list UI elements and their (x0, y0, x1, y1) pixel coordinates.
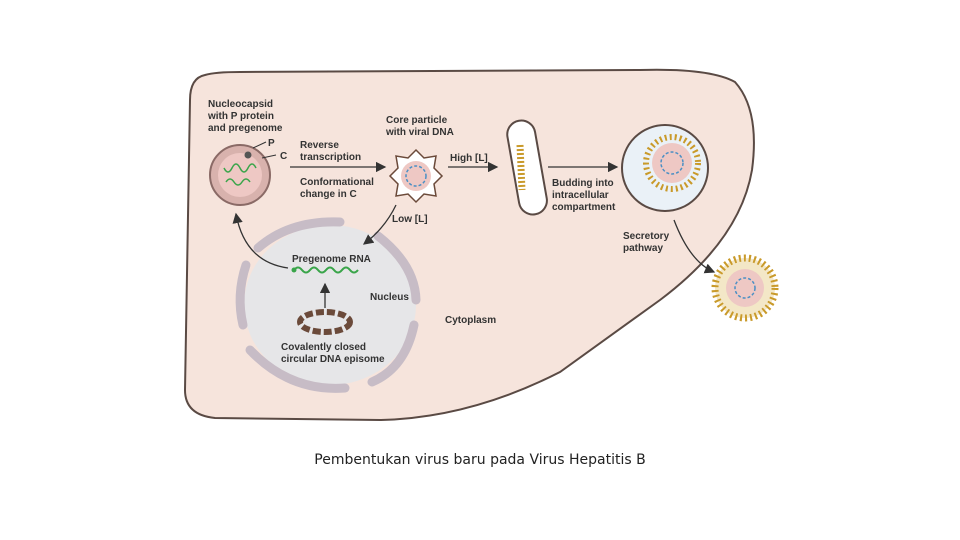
label-low: Low [L] (392, 214, 428, 225)
nucleus (235, 217, 421, 393)
released-virion-icon (711, 254, 779, 322)
figure-caption: Pembentukan virus baru pada Virus Hepati… (314, 452, 646, 468)
arrow-to-nucleocapsid (232, 212, 289, 269)
label-cytoplasm: Cytoplasm (445, 315, 496, 326)
label-nucleocapsid: Nucleocapsid with P protein and pregenom… (207, 99, 283, 134)
label-core-particle: Core particle with viral DNA (385, 115, 454, 138)
label-conformational: Conformational change in C (300, 177, 377, 200)
pregenome-rna-icon (293, 266, 359, 274)
vesicle-virion-icon (621, 124, 709, 212)
label-c: C (280, 151, 287, 162)
label-p: P (268, 138, 275, 149)
label-cccdna: Covalently closed circular DNA episome (281, 342, 385, 365)
label-budding: Budding into intracellular compartment (552, 178, 616, 213)
arrow-secretory (673, 219, 716, 274)
label-pregenome-rna: Pregenome RNA (292, 254, 371, 265)
core-particle-icon (388, 148, 444, 204)
label-reverse-transcription: Reverse transcription (300, 140, 361, 163)
arrow-low (362, 204, 397, 245)
cccdna-episome-icon (297, 309, 353, 335)
intracellular-compartment-icon (506, 119, 548, 216)
label-nucleus: Nucleus (370, 292, 409, 303)
label-secretory: Secretory pathway (623, 231, 672, 254)
nucleocapsid-icon (209, 144, 271, 206)
label-high: High [L] (450, 153, 488, 164)
